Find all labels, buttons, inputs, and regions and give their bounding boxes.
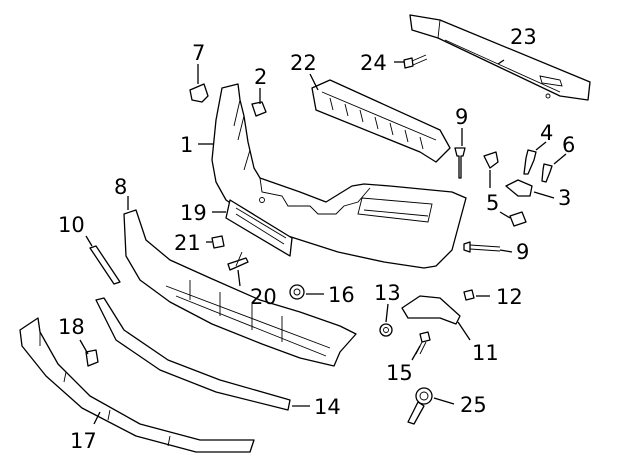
callout-2: 2: [254, 65, 267, 89]
callout-22: 22: [290, 51, 317, 75]
screw-part-4: [523, 149, 537, 175]
license-bracket-part: [225, 199, 293, 257]
retainer-strip-part: [89, 245, 121, 285]
push-pin-part-20: [227, 251, 249, 271]
callout-6: 6: [562, 133, 575, 157]
lower-grille-part: [123, 209, 357, 367]
air-deflector-part: [19, 317, 255, 453]
callout-20: 20: [250, 285, 277, 309]
callout-13: 13: [374, 281, 401, 305]
reinforcement-beam-part: [409, 14, 591, 101]
clip-part-18: [85, 349, 99, 367]
callout-9-upper: 9: [455, 105, 468, 129]
callout-5: 5: [486, 191, 499, 215]
callout-11: 11: [472, 341, 499, 365]
leader-lines: [79, 59, 567, 425]
callout-24: 24: [360, 51, 387, 75]
callout-23: 23: [510, 25, 537, 49]
callout-16: 16: [328, 283, 355, 307]
clip-part-21: [211, 235, 225, 249]
callout-1: 1: [180, 133, 193, 157]
clip-part-2: [251, 101, 267, 117]
push-pin-part-upper: [454, 147, 466, 179]
nut-part-13: [379, 323, 393, 337]
bolt-part-15: [415, 331, 431, 355]
screw-part-6: [541, 163, 553, 183]
callout-25: 25: [460, 393, 487, 417]
bolt-part-12: [463, 289, 475, 301]
callout-17: 17: [70, 429, 97, 453]
side-bracket-part: [401, 295, 461, 325]
callout-18: 18: [58, 315, 85, 339]
callout-19: 19: [180, 201, 207, 225]
callout-8: 8: [114, 175, 127, 199]
callout-15: 15: [386, 361, 413, 385]
callout-3: 3: [558, 186, 571, 210]
energy-absorber-part: [311, 79, 451, 163]
callout-21: 21: [174, 231, 201, 255]
callout-14: 14: [314, 395, 341, 419]
nut-part-16: [289, 284, 305, 300]
callout-12: 12: [496, 285, 523, 309]
bracket-part-7: [189, 83, 209, 103]
bolt-part: [403, 54, 428, 69]
callout-labels: 1 2 3 4 5 6 7 8 9 9 10 11 12 13 14 15 16…: [58, 25, 575, 453]
callout-7: 7: [192, 41, 205, 65]
clip-part-5: [483, 151, 527, 227]
tow-hook-part: [407, 387, 433, 425]
callout-10: 10: [58, 213, 85, 237]
bracket-part-3: [505, 179, 533, 197]
callout-9-lower: 9: [516, 240, 529, 264]
lower-strip-part: [95, 297, 291, 411]
push-pin-part-lower: [463, 241, 501, 253]
callout-4: 4: [540, 121, 553, 145]
